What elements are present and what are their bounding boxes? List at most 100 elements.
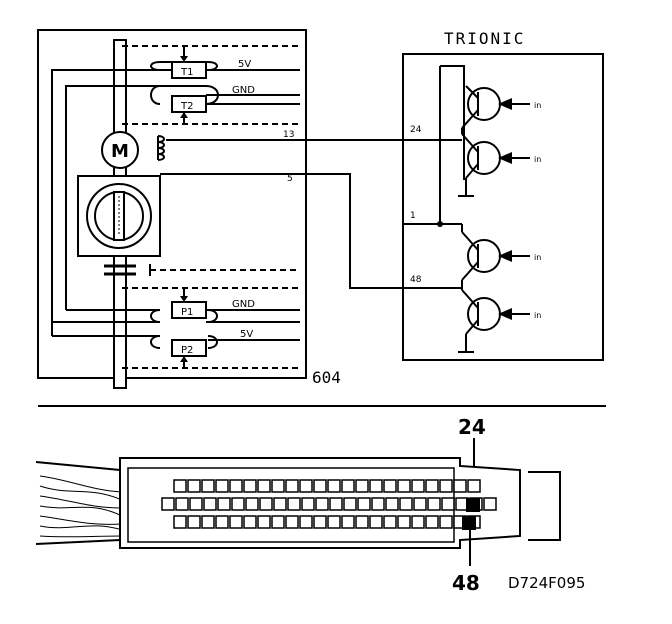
connector-pin xyxy=(385,497,399,511)
connector-pin xyxy=(173,515,187,529)
connector-pin xyxy=(217,497,231,511)
connector-pin xyxy=(273,497,287,511)
label-5v-bottom: 5V xyxy=(240,329,253,340)
connector-pin xyxy=(341,515,355,529)
connector-pin xyxy=(315,497,329,511)
connector-pin xyxy=(187,515,201,529)
connector-pin xyxy=(189,497,203,511)
connector-pin xyxy=(299,515,313,529)
sensor-t2: T2 xyxy=(150,85,219,113)
label-pin-48: 48 xyxy=(410,275,422,285)
connector-pin xyxy=(439,479,453,493)
connector-pin xyxy=(357,497,371,511)
connector-pin xyxy=(215,515,229,529)
label-pin-1: 1 xyxy=(410,211,416,221)
wire-left-inner xyxy=(65,85,160,310)
connector-pin xyxy=(173,479,187,493)
label-input-3: in xyxy=(534,253,541,262)
connector-pin xyxy=(355,479,369,493)
connector-pin xyxy=(201,479,215,493)
connector-pin xyxy=(467,479,481,493)
connector-pin xyxy=(399,497,413,511)
connector-pin xyxy=(411,479,425,493)
connector-pin xyxy=(371,497,385,511)
label-p1: P1 xyxy=(181,307,193,318)
transistor-1 xyxy=(461,85,530,129)
label-5v-top: 5V xyxy=(238,59,251,70)
connector-latch xyxy=(528,471,561,541)
connector-pin xyxy=(327,515,341,529)
coil-icon xyxy=(157,135,165,161)
connector-pin xyxy=(285,479,299,493)
connector-pin xyxy=(243,479,257,493)
connector-pin xyxy=(383,479,397,493)
label-gnd-top: GND xyxy=(232,85,255,96)
connector-pin xyxy=(397,515,411,529)
connector-pin xyxy=(271,515,285,529)
drawing-code: D724F095 xyxy=(508,574,585,592)
connector-pin xyxy=(341,479,355,493)
connector-pin xyxy=(425,515,439,529)
connector-pin xyxy=(175,497,189,511)
connector-pin xyxy=(259,497,273,511)
connector-pin xyxy=(425,479,439,493)
connector-pin xyxy=(229,515,243,529)
throttle-unit-ref: 604 xyxy=(312,368,341,387)
connector-pin xyxy=(229,479,243,493)
connector-pin xyxy=(301,497,315,511)
transistor-4 xyxy=(461,289,530,335)
label-t2: T2 xyxy=(180,101,193,112)
connector-pin xyxy=(329,497,343,511)
connector-pin xyxy=(203,497,217,511)
connector-pin xyxy=(243,515,257,529)
label-pin-5: 5 xyxy=(287,174,293,184)
connector-pin xyxy=(383,515,397,529)
label-motor: M xyxy=(111,141,129,162)
connector-pin xyxy=(257,515,271,529)
connector-pin-highlighted xyxy=(466,498,480,512)
connector-pin xyxy=(413,497,427,511)
wire-harness xyxy=(35,461,123,545)
label-gnd-bottom: GND xyxy=(232,299,255,310)
connector-pin xyxy=(313,479,327,493)
connector-pin xyxy=(327,479,341,493)
label-p2: P2 xyxy=(181,345,193,356)
connector-pin xyxy=(271,479,285,493)
connector-pin xyxy=(287,497,301,511)
connector-pin xyxy=(369,479,383,493)
connector-pin xyxy=(355,515,369,529)
throttle-unit-frame xyxy=(37,29,307,379)
connector-pin xyxy=(411,515,425,529)
connector-pin xyxy=(245,497,259,511)
transistor-3 xyxy=(461,231,530,281)
connector-pin xyxy=(439,515,453,529)
connector-pin xyxy=(453,479,467,493)
connector-pin xyxy=(161,497,175,511)
connector-pin xyxy=(285,515,299,529)
connector-pin xyxy=(427,497,441,511)
callout-pin-24: 24 xyxy=(458,415,486,439)
sensor-p2: P2 xyxy=(150,335,218,357)
label-pin-13: 13 xyxy=(283,130,294,140)
connector-pin xyxy=(257,479,271,493)
connector-pin xyxy=(369,515,383,529)
connector-pin xyxy=(215,479,229,493)
wire-pin-5 xyxy=(160,173,462,289)
callout-pin-48: 48 xyxy=(452,571,480,595)
transistor-2 xyxy=(461,133,530,179)
label-t1: T1 xyxy=(180,67,193,78)
connector-pin xyxy=(313,515,327,529)
label-input-4: in xyxy=(534,311,541,320)
connector-pin xyxy=(201,515,215,529)
sensor-p1: P1 xyxy=(150,301,218,323)
connector-pin-grid xyxy=(161,479,497,530)
connector-pin xyxy=(483,497,497,511)
ecu-title: TRIONIC xyxy=(444,29,525,48)
motor-symbol xyxy=(101,131,139,169)
connector-pin xyxy=(231,497,245,511)
ecu-frame xyxy=(402,53,604,361)
connector-pin xyxy=(397,479,411,493)
label-pin-24: 24 xyxy=(410,125,422,135)
